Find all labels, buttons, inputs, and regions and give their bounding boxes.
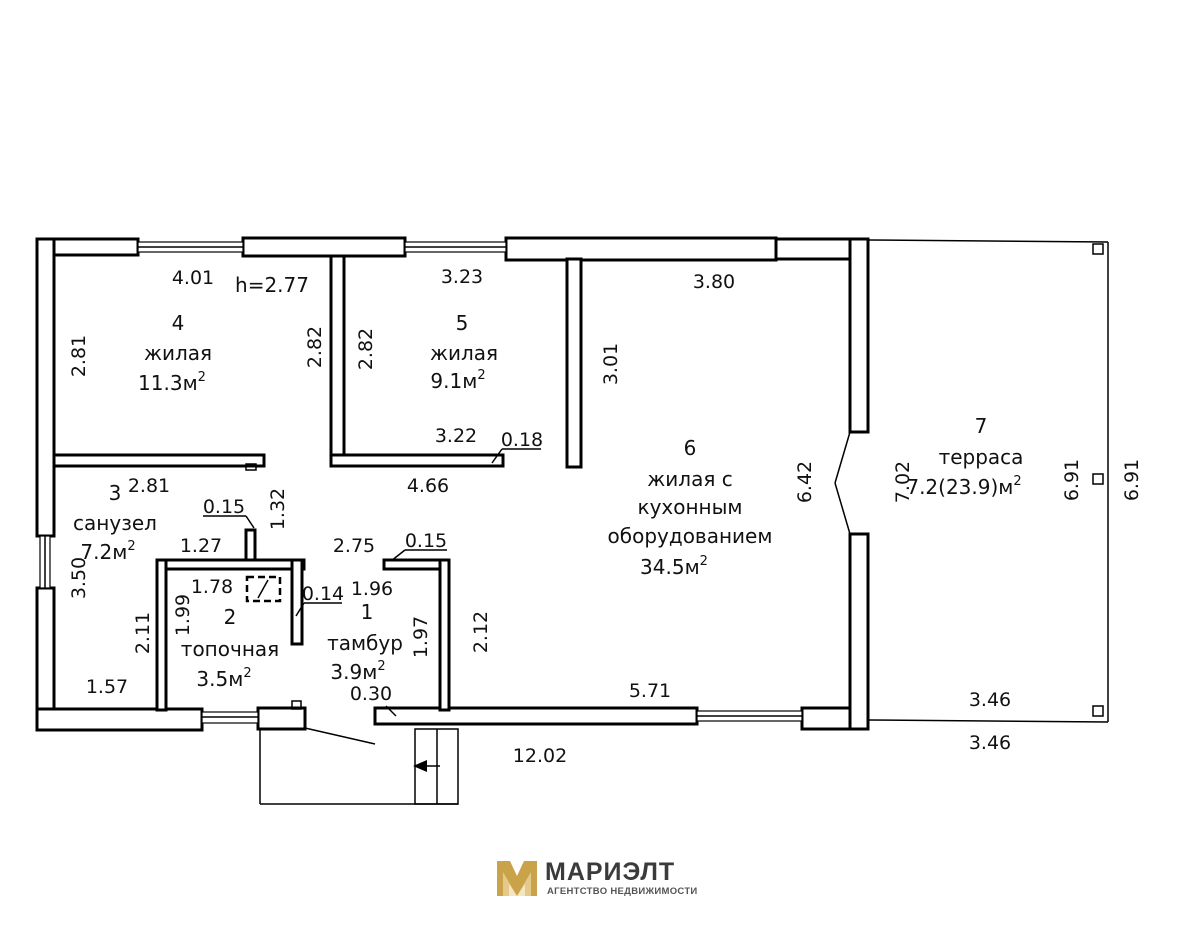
dim-label: 3.01 <box>600 343 622 385</box>
room-5-area: 9.1м <box>430 369 477 393</box>
room-3-name: санузел <box>73 511 157 535</box>
svg-text:7.2(23.9)м2: 7.2(23.9)м2 <box>906 474 1021 499</box>
room-7-name: терраса <box>939 445 1024 469</box>
dim-label: 1.57 <box>86 676 128 698</box>
windows <box>39 241 803 724</box>
terrace-outline <box>867 239 1109 723</box>
room-4-area: 11.3м <box>138 371 198 395</box>
room-2-name: топочная <box>181 637 279 661</box>
dim-label: 4.01 <box>172 267 214 289</box>
dim-label: 5.71 <box>629 680 671 702</box>
dim-label: 6.91 <box>1061 459 1083 501</box>
dim-label: 2.75 <box>333 535 375 557</box>
dim-label: 2.82 <box>304 326 326 368</box>
dim-label: 0.30 <box>350 683 392 705</box>
room-4-number: 4 <box>172 311 185 335</box>
room-3-label: 3 санузел 7.2м2 <box>73 481 157 564</box>
room-5-number: 5 <box>456 311 469 335</box>
svg-text:34.5м2: 34.5м2 <box>640 554 708 579</box>
dim-label: 2.82 <box>355 328 377 370</box>
dim-label: 1.32 <box>267 488 289 530</box>
dim-label: 3.23 <box>441 266 483 288</box>
dim-label: 0.15 <box>203 496 245 518</box>
dim-label: 7.02 <box>892 461 914 503</box>
svg-text:7.2м2: 7.2м2 <box>80 539 135 564</box>
room-1-name: тамбур <box>327 631 403 655</box>
dim-label: 6.91 <box>1121 459 1143 501</box>
dim-label: 6.42 <box>794 461 816 503</box>
room-7-area-sup: 2 <box>1013 474 1021 489</box>
svg-text:3.5м2: 3.5м2 <box>196 666 251 691</box>
dimensions-horizontal: 4.01 3.23 3.80 3.22 0.18 4.66 2.81 0.15 … <box>86 266 1011 767</box>
svg-text:3.9м2: 3.9м2 <box>330 659 385 684</box>
porch-steps <box>259 728 459 805</box>
brand-tagline: АГЕНТСТВО НЕДВИЖИМОСТИ <box>547 886 698 897</box>
brand-mark-icon <box>497 861 537 896</box>
dimensions-vertical: 2.81 2.82 2.82 3.01 1.32 3.50 1.99 2.11 … <box>68 326 1143 658</box>
room-6-label: 6 жилая с кухонным оборудованием 34.5м2 <box>608 436 773 579</box>
room-1-label: 1 тамбур 3.9м2 <box>327 600 403 684</box>
room-5-label: 5 жилая 9.1м2 <box>430 311 498 393</box>
room-4-label: 4 жилая 11.3м2 <box>138 311 212 395</box>
svg-text:9.1м2: 9.1м2 <box>430 368 485 393</box>
ceiling-height-label: h=2.77 <box>235 273 309 297</box>
dim-label: 0.15 <box>405 530 447 552</box>
room-6-name-line1: жилая с <box>647 467 732 491</box>
dim-label: 3.46 <box>969 689 1011 711</box>
room-5-name: жилая <box>430 341 498 365</box>
dim-label: 3.46 <box>969 732 1011 754</box>
dim-label: 2.81 <box>128 475 170 497</box>
room-3-area: 7.2м <box>80 540 127 564</box>
room-3-area-sup: 2 <box>127 539 135 554</box>
dim-label: 1.96 <box>351 578 393 600</box>
dim-leaders <box>203 448 541 617</box>
dim-label: 1.27 <box>180 535 222 557</box>
room-3-number: 3 <box>109 481 122 505</box>
brand-logo: МАРИЭЛТ АГЕНТСТВО НЕДВИЖИМОСТИ <box>497 858 698 897</box>
dim-label: 2.81 <box>68 335 90 377</box>
doors <box>291 431 851 745</box>
room-1-area: 3.9м <box>330 660 377 684</box>
dim-label: 1.99 <box>172 594 194 636</box>
room-4-name: жилая <box>144 341 212 365</box>
dim-label: 2.11 <box>132 612 154 654</box>
room-6-name-line3: оборудованием <box>608 524 773 548</box>
dim-label: 3.22 <box>435 425 477 447</box>
room-6-area-sup: 2 <box>700 554 708 569</box>
interior-walls <box>52 254 583 712</box>
room-2-area-sup: 2 <box>243 666 251 681</box>
dim-label: 1.78 <box>191 576 233 598</box>
room-2-area: 3.5м <box>196 667 243 691</box>
room-6-area: 34.5м <box>640 555 700 579</box>
svg-text:11.3м2: 11.3м2 <box>138 370 206 395</box>
room-1-area-sup: 2 <box>377 659 385 674</box>
room-7-area: 7.2(23.9)м <box>906 475 1013 499</box>
room-5-area-sup: 2 <box>477 368 485 383</box>
room-6-number: 6 <box>684 436 697 460</box>
brand-name: МАРИЭЛТ <box>545 858 675 886</box>
dim-label: 2.12 <box>470 611 492 653</box>
dim-label: 0.14 <box>302 583 344 605</box>
dim-label: 3.50 <box>68 557 90 599</box>
room-4-area-sup: 2 <box>198 370 206 385</box>
dim-label: 4.66 <box>407 475 449 497</box>
dim-label: 1.97 <box>410 616 432 658</box>
dim-label: 12.02 <box>513 745 567 767</box>
room-2-number: 2 <box>224 605 237 629</box>
room-2-label: 2 топочная 3.5м2 <box>181 605 279 691</box>
dim-label: 0.18 <box>501 429 543 451</box>
room-7-label: 7 терраса 7.2(23.9)м2 <box>906 414 1023 499</box>
room-7-number: 7 <box>975 414 988 438</box>
dim-label: 3.80 <box>693 271 735 293</box>
room-1-number: 1 <box>361 600 374 624</box>
room-6-name-line2: кухонным <box>637 495 742 519</box>
